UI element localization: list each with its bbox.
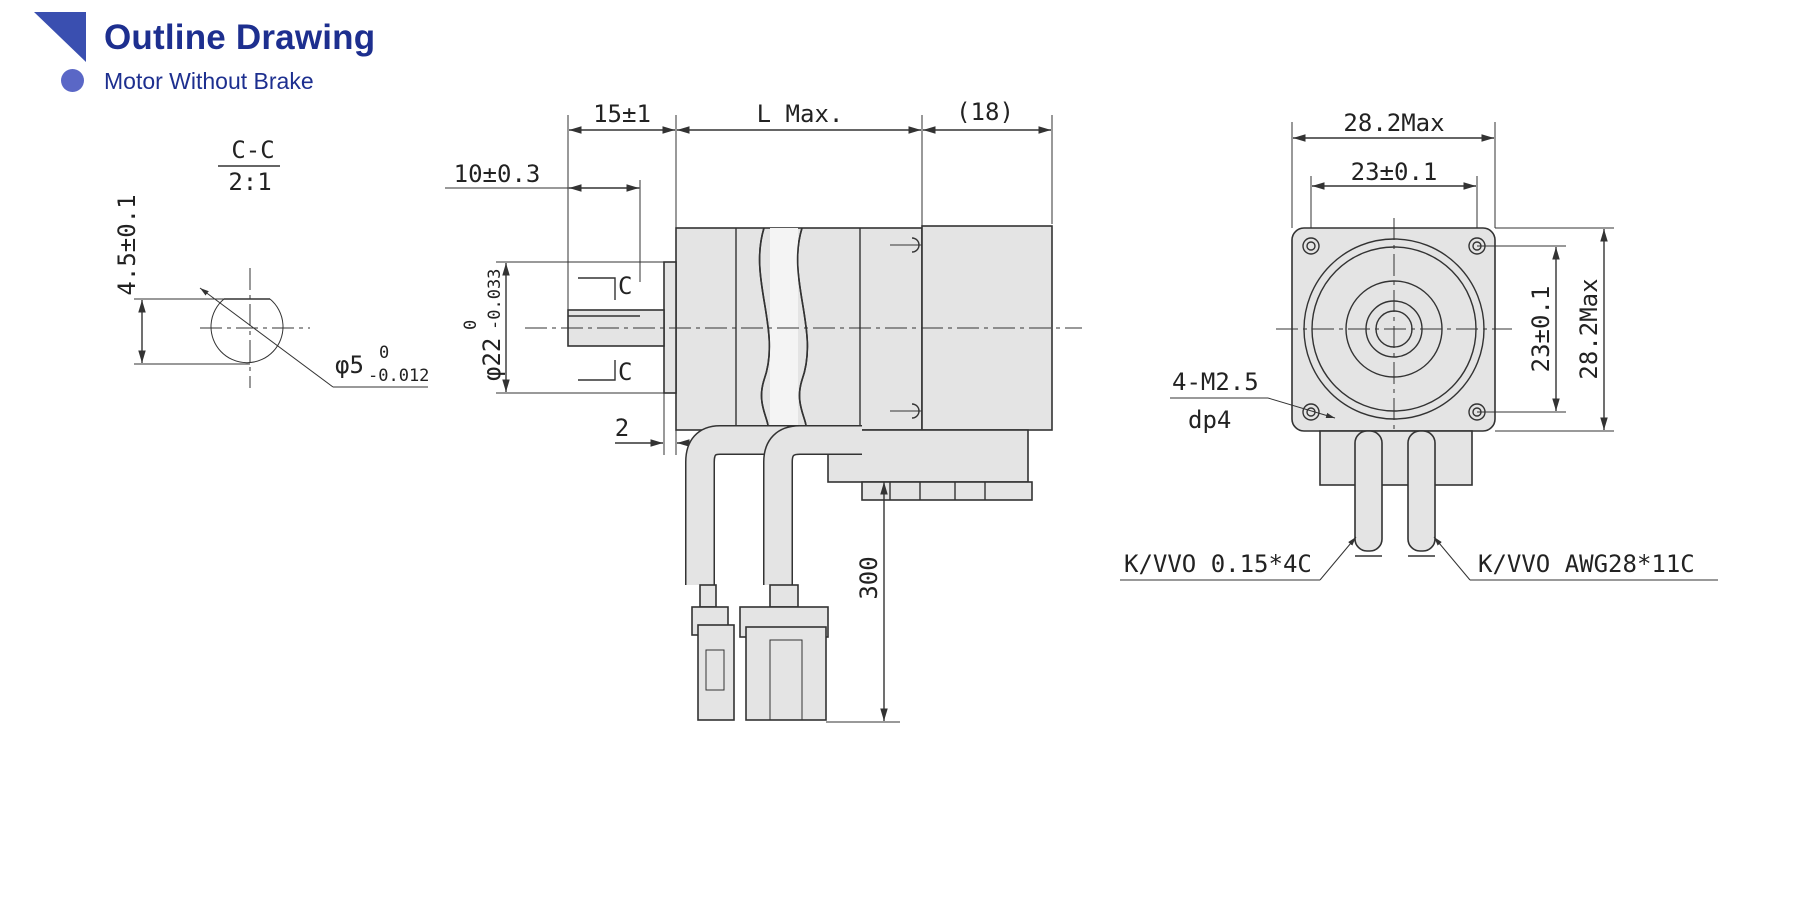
section-mark-bottom	[578, 360, 616, 381]
front-cable-right	[1407, 430, 1436, 552]
screw-callout-leader	[1267, 397, 1336, 419]
cable-left-text: K/VVO 0.15*4C	[1124, 550, 1312, 578]
width-max-text: 28.2Max	[1343, 109, 1444, 137]
break-gap	[770, 228, 798, 430]
conn-left-neck	[699, 584, 717, 608]
conn-right-latch	[769, 639, 803, 721]
page-title: Outline Drawing	[104, 18, 376, 57]
conn-right-neck	[769, 584, 799, 608]
shaft-dia-upper: 0	[379, 343, 389, 363]
cable-right-text: K/VVO AWG28*11C	[1478, 550, 1695, 578]
shaft-dia-leader	[199, 287, 334, 388]
front-cable-left	[1354, 430, 1383, 552]
section-view: C-C 2:1 4.5±0.1 φ5 0 -0.012	[113, 136, 429, 388]
shaft-section-hatch	[210, 298, 284, 364]
conn-left-latch	[705, 649, 725, 691]
body-len-text: L Max.	[757, 100, 844, 128]
section-label-bottom: 2:1	[228, 168, 271, 196]
shaft-dia-lower: -0.012	[368, 366, 429, 386]
conn-left-housing	[697, 624, 735, 721]
pilot-dia-lower: -0.033	[485, 269, 505, 330]
section-label-top: C-C	[231, 136, 274, 164]
pilot-dia-upper: 0	[461, 320, 481, 330]
screw-depth-text: dp4	[1188, 406, 1231, 434]
cable-left-leader	[1319, 536, 1357, 581]
mount-hole-tl	[1302, 237, 1320, 255]
pitch-v-text: 23±0.1	[1527, 286, 1555, 373]
circle-bullet-icon	[61, 69, 84, 92]
key-len-text: 10±0.3	[454, 160, 541, 188]
page-subtitle: Motor Without Brake	[104, 68, 314, 94]
triangle-flag-icon	[34, 12, 86, 62]
pilot-h-text: 2	[615, 414, 629, 442]
section-mark-bottom-text: C	[618, 358, 632, 386]
front-view: 28.2Max 23±0.1 23±0.1 28.2Max 4-M2.5	[1120, 109, 1718, 581]
rear-len-text: (18)	[956, 98, 1014, 126]
shaft-len-text: 15±1	[593, 100, 651, 128]
cable-len-text: 300	[855, 556, 883, 599]
header: Outline Drawing Motor Without Brake	[0, 0, 1800, 110]
height-max-text: 28.2Max	[1575, 278, 1603, 379]
front-cable-block	[1319, 430, 1473, 486]
cable-exit-base	[861, 481, 1033, 501]
section-mark-top	[578, 277, 616, 300]
screw-spec-text: 4-M2.5	[1172, 368, 1259, 396]
section-mark-top-text: C	[618, 272, 632, 300]
pilot-dia-text: φ22	[478, 338, 506, 381]
cable-right-leader	[1433, 536, 1471, 581]
side-view: 15±1 L Max. (18) 10±0.3 φ22 0 -0.033	[445, 98, 1082, 723]
pitch-h-text: 23±0.1	[1351, 158, 1438, 186]
cable-encoder	[764, 426, 862, 585]
cable-power	[686, 426, 830, 585]
conn-right-housing	[745, 626, 827, 721]
shaft-dia-text: φ5	[335, 351, 364, 379]
flat-dim-text: 4.5±0.1	[113, 194, 141, 295]
